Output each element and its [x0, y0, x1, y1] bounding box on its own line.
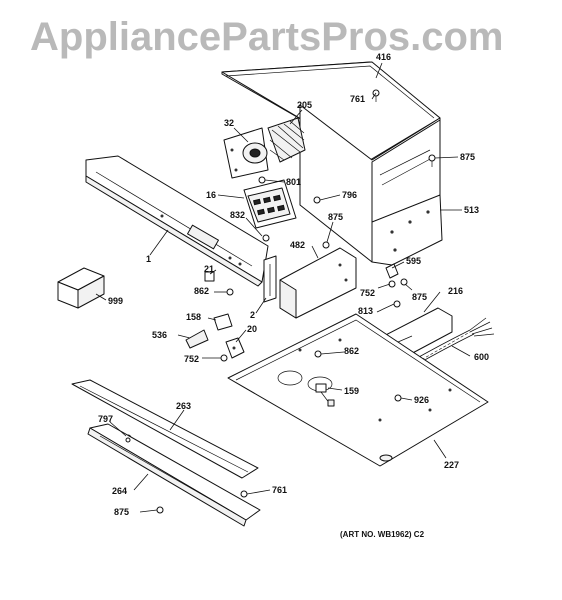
callout-158: 158 [186, 312, 201, 322]
callout-20: 20 [247, 324, 257, 334]
callout-797: 797 [98, 414, 113, 424]
callout-263: 263 [176, 401, 191, 411]
part-159-sensor [315, 383, 335, 407]
callout-801: 801 [286, 177, 301, 187]
callout-227: 227 [444, 460, 459, 470]
callout-761-top: 761 [350, 94, 365, 104]
clip-595 [385, 263, 399, 279]
screw-797 [125, 437, 131, 443]
part-227-floor-panel [227, 313, 489, 467]
callout-875-bottom: 875 [114, 507, 129, 517]
callout-21: 21 [204, 264, 214, 274]
callout-926: 926 [414, 395, 429, 405]
part-158-switch [213, 313, 233, 331]
screw-875-mid [322, 241, 330, 249]
callout-482: 482 [290, 240, 305, 250]
part-32-fan-motor [223, 127, 269, 179]
screw-926 [394, 394, 402, 402]
callout-862-mid: 862 [344, 346, 359, 356]
callout-999: 999 [108, 296, 123, 306]
callout-752-left: 752 [184, 354, 199, 364]
screw-875-bottom [156, 506, 164, 514]
part-263-lower-trim [71, 379, 259, 479]
screw-832 [262, 234, 270, 242]
callout-875-right: 875 [412, 292, 427, 302]
leader-lines [95, 62, 471, 513]
part-264-vent-trim [87, 423, 261, 527]
part-16-control-board [243, 179, 297, 229]
screw-761-bottom [240, 490, 248, 498]
watermark-text: AppliancePartsPros.com [30, 15, 504, 59]
part-482-inner-panel [279, 247, 357, 319]
part-2-bracket [263, 255, 277, 303]
screw-875-right [400, 278, 408, 286]
callout-2: 2 [250, 310, 255, 320]
part-536-button [185, 329, 209, 349]
callout-205: 205 [297, 100, 312, 110]
part-20-switch-block [225, 337, 245, 359]
callout-216: 216 [448, 286, 463, 296]
callout-875-top: 875 [460, 152, 475, 162]
screw-862-left [226, 288, 234, 296]
screw-875-top [428, 154, 436, 167]
callout-761-bottom: 761 [272, 485, 287, 495]
screw-801 [258, 176, 266, 184]
part-999-kit-box [57, 267, 105, 309]
callout-labels: 416 761 205 32 875 801 796 16 513 832 87… [98, 52, 489, 517]
callout-862-left: 862 [194, 286, 209, 296]
callout-595: 595 [406, 256, 421, 266]
screw-862-mid [314, 350, 322, 358]
callout-813: 813 [358, 306, 373, 316]
screw-796 [313, 196, 321, 204]
screw-752-left [220, 354, 228, 362]
callout-16: 16 [206, 190, 216, 200]
callout-159: 159 [344, 386, 359, 396]
callout-32: 32 [224, 118, 234, 128]
callout-832: 832 [230, 210, 245, 220]
part-513-housing [299, 104, 443, 266]
part-416-top-cover [221, 61, 441, 161]
callout-752-right: 752 [360, 288, 375, 298]
art-number-label: (ART NO. WB1962) C2 [340, 530, 425, 539]
callout-416: 416 [376, 52, 391, 62]
callout-513: 513 [464, 205, 479, 215]
screw-813 [393, 300, 401, 308]
callout-536: 536 [152, 330, 167, 340]
callout-875-mid: 875 [328, 212, 343, 222]
callout-1: 1 [146, 254, 151, 264]
callout-264: 264 [112, 486, 127, 496]
part-1-control-panel [85, 155, 269, 287]
callout-796: 796 [342, 190, 357, 200]
part-21-clip [204, 271, 215, 282]
callout-600: 600 [474, 352, 489, 362]
part-205-fan-grill [267, 117, 306, 163]
